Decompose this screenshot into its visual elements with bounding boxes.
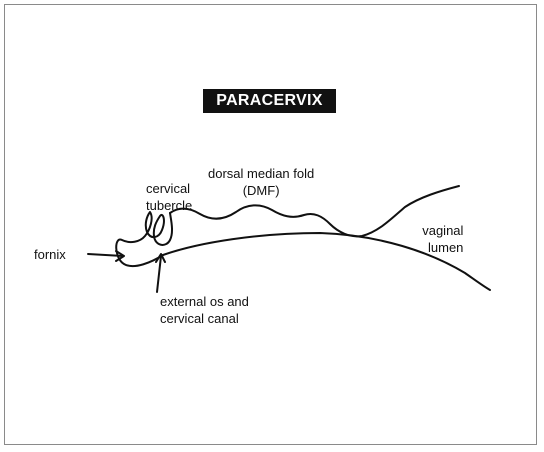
label-cervical-tubercle: cervical tubercle [146, 180, 192, 214]
external-os-arrow-line [157, 256, 161, 292]
label-vaginal-lumen: vaginal lumen [418, 222, 463, 256]
label-external-os: external os and cervical canal [160, 293, 249, 327]
label-dorsal-median-fold: dorsal median fold (DMF) [208, 165, 314, 199]
label-fornix: fornix [34, 246, 66, 263]
